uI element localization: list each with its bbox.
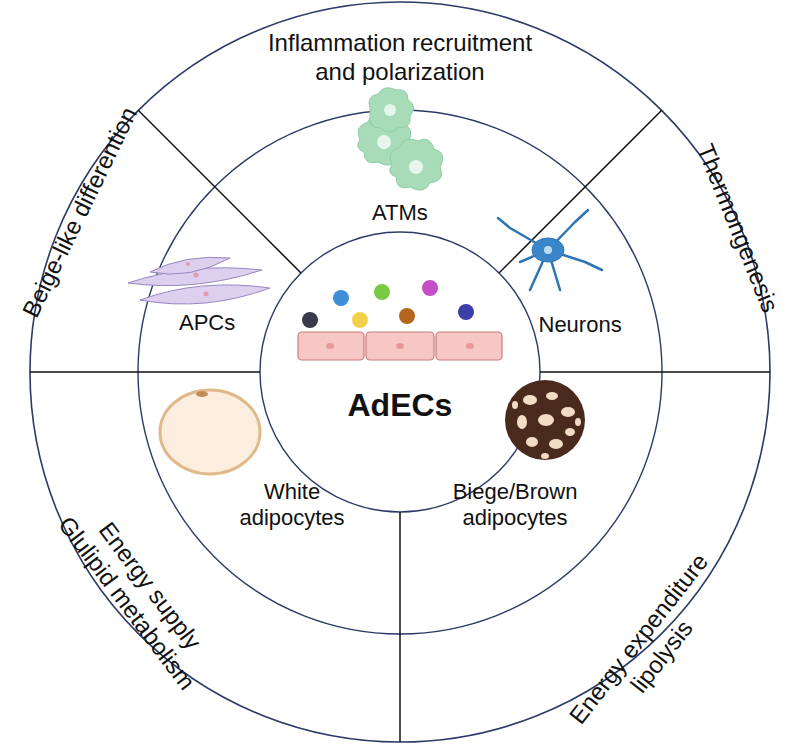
sector-label: Inflammation recruitment and polarizatio…: [250, 29, 550, 87]
sector-label: Neurons: [539, 312, 622, 338]
sector-label: White adipocytes: [227, 479, 357, 532]
center-node: AdECs: [348, 386, 453, 424]
cell-sector: Biege/Brown adipocytes: [430, 479, 600, 532]
cell-sector: White adipocytes: [227, 479, 357, 532]
function-sector: Inflammation recruitment and polarizatio…: [250, 29, 550, 87]
sector-label: APCs: [179, 310, 235, 336]
sector-label: ATMs: [372, 200, 428, 226]
sector-label: AdECs: [348, 386, 453, 424]
cell-sector: ATMs: [372, 200, 428, 226]
sector-label: Biege/Brown adipocytes: [430, 479, 600, 532]
cell-sector: Neurons: [539, 312, 622, 338]
cell-sector: APCs: [179, 310, 235, 336]
